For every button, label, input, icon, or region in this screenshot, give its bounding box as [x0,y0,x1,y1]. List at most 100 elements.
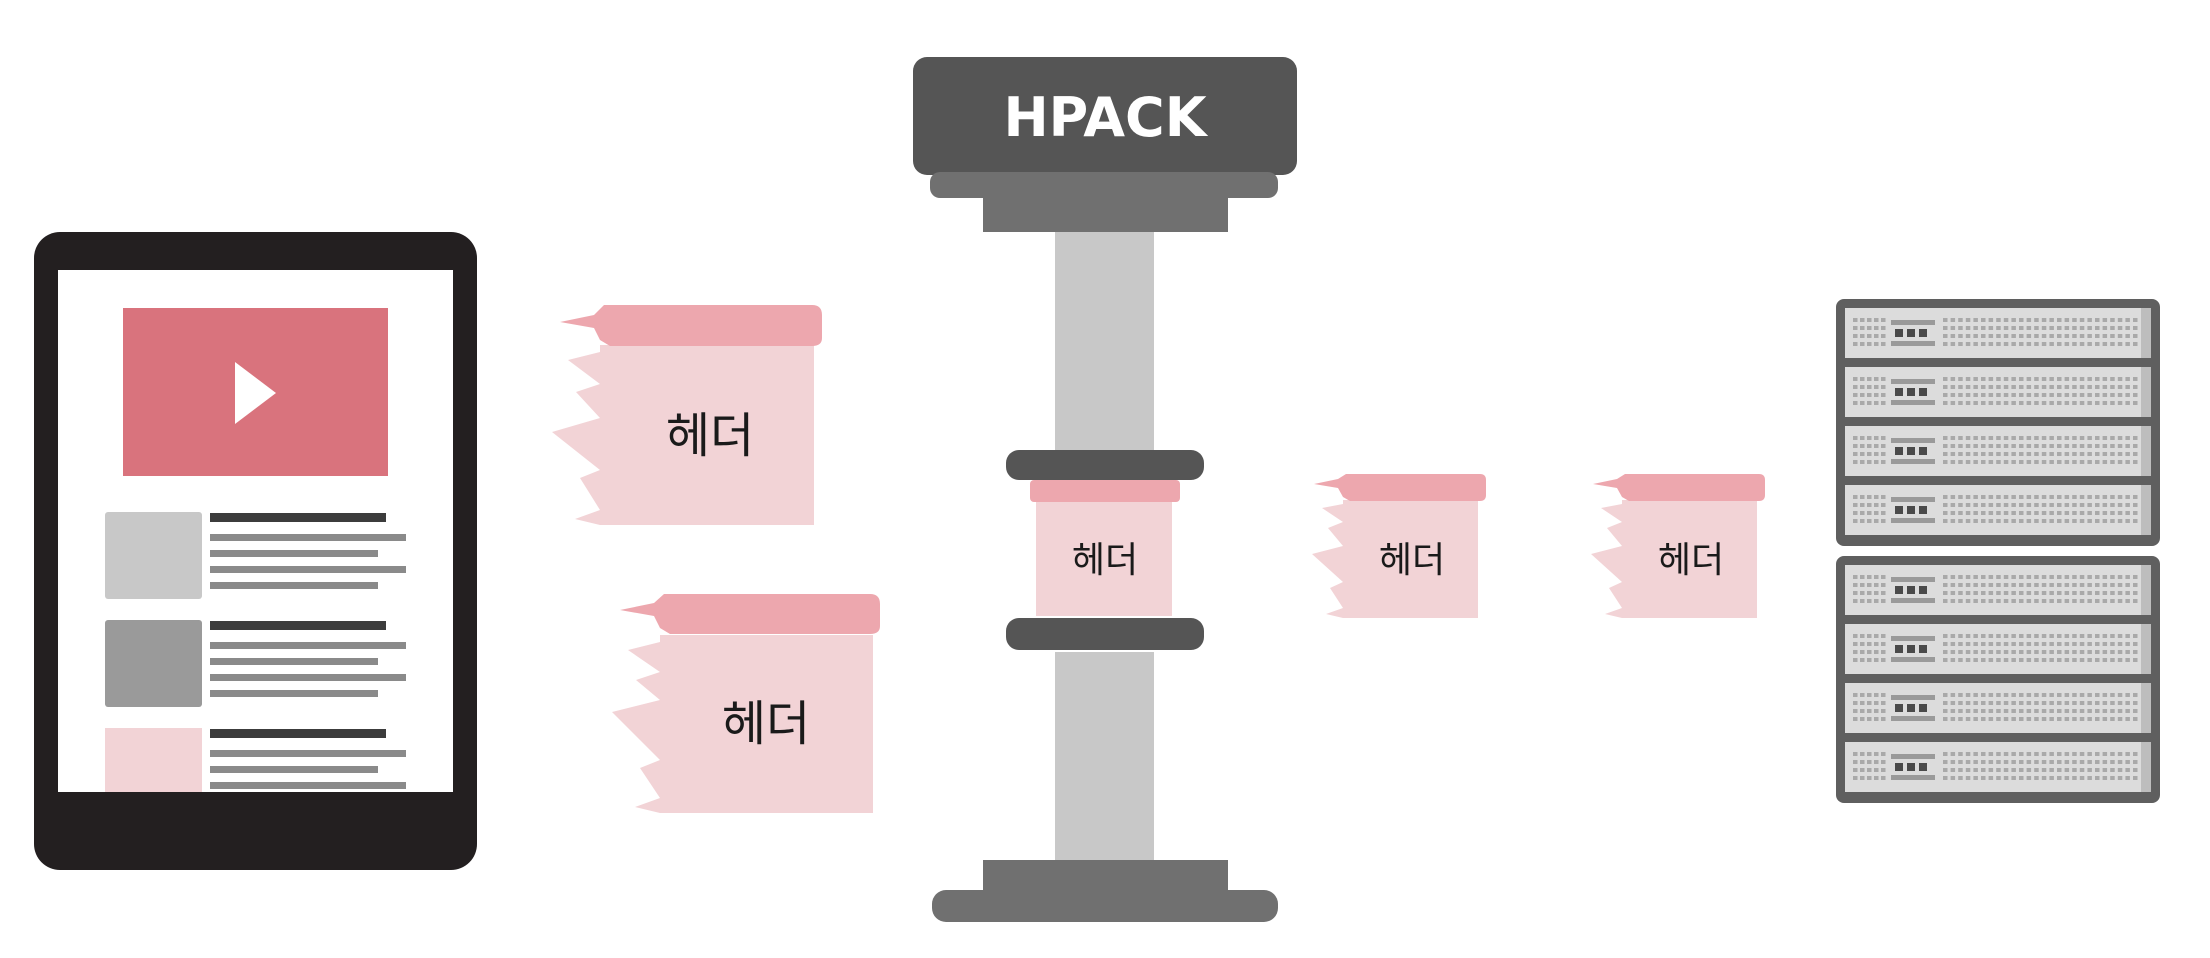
server-vent [2003,393,2009,397]
server-vent [2011,693,2016,697]
server-vent [1973,401,1978,405]
server-vent [2117,768,2123,772]
server-vent [2057,717,2062,721]
server-vent [2133,717,2138,721]
list-line [210,642,406,649]
server-vent [1973,591,1978,595]
server-vent [2095,768,2100,772]
server-vent [1943,768,1948,772]
server-vent [1965,776,1971,780]
server-vent [1874,444,1879,448]
server-vent [2003,385,2009,389]
server-unit-panel [1845,624,2151,674]
server-vent [2003,511,2009,515]
server-vent [2049,511,2054,515]
server-vent [2011,519,2016,523]
server-vent [1943,717,1948,721]
server-vent [2064,503,2070,507]
server-vent [2026,583,2032,587]
server-vent [2041,634,2047,638]
server-vent [2125,693,2130,697]
server-vent [2041,776,2047,780]
server-vent [2110,776,2115,780]
server-vent [1996,776,2001,780]
server-unit [1845,308,2151,358]
server-vent [2011,511,2016,515]
server-vent [2095,511,2100,515]
server-vent [1965,575,1971,579]
server-vent [1981,709,1986,713]
server-vent [1988,776,1994,780]
list-line [210,566,406,573]
server-vent [2117,393,2123,397]
server-vent [1988,519,1994,523]
server-vent [2041,717,2047,721]
list-line [210,658,378,665]
server-vent [2087,591,2092,595]
server-vent [2125,326,2130,330]
server-vent [2125,752,2130,756]
server-vent [2072,452,2077,456]
press-collar [930,172,1278,198]
server-vent [1867,326,1872,330]
server-vent [1867,460,1872,464]
server-vent [2057,634,2062,638]
server-slot [1891,598,1935,603]
server-vent [1853,318,1858,322]
server-vent [1996,760,2001,764]
header-body [1312,500,1478,618]
server-vent [2041,377,2047,381]
server-vent [2064,385,2070,389]
server-vent [2087,503,2092,507]
server-vent [1853,495,1858,499]
server-vent [2003,693,2009,697]
hpack-press: HPACK 헤더 [913,57,1297,922]
server-vent [1943,519,1948,523]
server-unit [1845,565,2151,615]
server-vent [1958,401,1963,405]
server-vent [2034,658,2039,662]
server-vent [2117,495,2123,499]
server-vent [2049,760,2054,764]
server-vent [1996,583,2001,587]
server-vent [1860,642,1865,646]
server-vent [2102,342,2108,346]
server-vent [1973,642,1978,646]
server-vent [2072,511,2077,515]
server-vent [2034,503,2039,507]
server-vent [2110,436,2115,440]
server-vent [2011,495,2016,499]
server-vent [1950,393,1956,397]
server-vent [2125,768,2130,772]
server-unit-panel [1845,426,2151,476]
server-vent [1853,575,1858,579]
server-slot [1891,636,1935,641]
server-vent [2011,460,2016,464]
server-vent [2026,768,2032,772]
server-vent [2034,495,2039,499]
server-vent [2079,503,2085,507]
server-vent [1981,701,1986,705]
server-vent [1988,591,1994,595]
server-vent [1958,599,1963,603]
server-vent [2125,511,2130,515]
server-vent [2057,575,2062,579]
server-vent [2049,701,2054,705]
server-vent [1973,599,1978,603]
server-vent [1874,503,1879,507]
server-vent [1860,709,1865,713]
server-vent [1958,377,1963,381]
server-vent [1943,452,1948,456]
server-vent [2133,318,2138,322]
server-vent [2057,591,2062,595]
server-vent [1950,776,1956,780]
server-vent [2095,503,2100,507]
server-vent [1853,701,1858,705]
server-vent [1860,401,1865,405]
server-vent [1867,444,1872,448]
server-vent [2072,693,2077,697]
server-led [1895,763,1903,771]
server-vent [2133,334,2138,338]
server-vent [2019,575,2024,579]
server-vent [2072,768,2077,772]
